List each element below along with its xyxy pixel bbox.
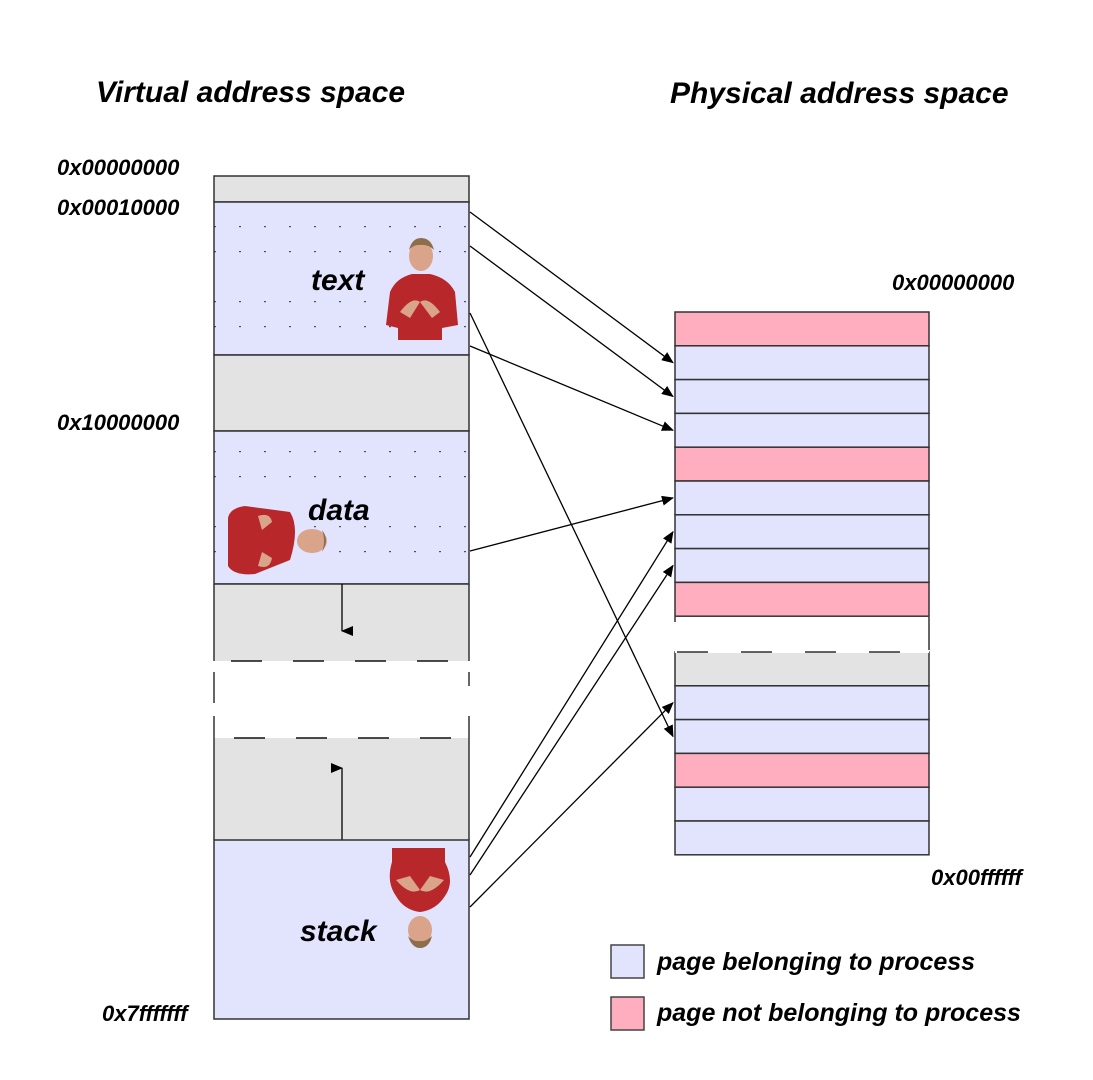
virtual-addr-text-start: 0x00010000 [57,195,180,220]
page-mapping-arrows [469,211,674,908]
physical-page-belonging [674,412,930,448]
physical-page-belonging [674,685,930,721]
physical-page-unused [674,651,930,687]
physical-page-not-belonging [674,446,930,482]
virtual-title: Virtual address space [96,76,405,109]
legend-swatch-belonging [610,944,645,979]
physical-addr-end: 0x00ffffff [931,865,1025,890]
physical-title: Physical address space [670,77,1009,110]
physical-page-not-belonging [674,752,930,788]
physical-page-not-belonging [674,581,930,617]
physical-page-belonging [674,820,930,856]
stack-growth-region [213,737,470,840]
physical-pages-upper [674,311,930,617]
person-figure-rotated [228,506,327,575]
physical-page-not-belonging [674,311,930,347]
stack-segment: stack [213,839,470,1020]
physical-page-belonging [674,480,930,516]
mapping-arrow-stack [469,701,674,908]
person-figure-upright [386,238,458,340]
virtual-null-region [213,175,470,203]
data-segment: data [213,430,470,585]
physical-addr-start: 0x00000000 [892,270,1015,295]
mapping-arrow-text [469,211,674,364]
stack-segment-label: stack [300,915,378,948]
legend-label-not-belonging: page not belonging to process [656,999,1021,1027]
data-segment-label: data [308,494,370,527]
heap-growth-region [213,583,470,662]
physical-pages-lower [674,651,930,856]
mapping-arrow-text [469,245,674,398]
virtual-addr-start: 0x00000000 [57,155,180,180]
mapping-arrow-text [469,345,674,431]
physical-page-belonging [674,547,930,584]
physical-page-belonging [674,718,930,755]
physical-page-belonging [674,514,930,550]
virtual-unmapped-region [213,354,470,432]
physical-page-belonging [674,378,930,415]
physical-page-belonging [674,786,930,822]
physical-page-belonging [674,345,930,381]
text-segment-label: text [311,264,366,297]
virtual-addr-data-start: 0x10000000 [57,410,180,435]
legend: page belonging to process page not belon… [610,944,1021,1031]
text-segment: text [213,201,470,356]
legend-label-belonging: page belonging to process [656,948,975,976]
legend-swatch-not-belonging [610,996,645,1031]
person-figure-upside-down [389,848,450,948]
mapping-arrow-stack [469,530,674,858]
mapping-arrow-data [469,495,674,552]
mapping-arrow-stack [469,564,674,876]
virtual-addr-end: 0x7fffffff [102,1001,190,1026]
